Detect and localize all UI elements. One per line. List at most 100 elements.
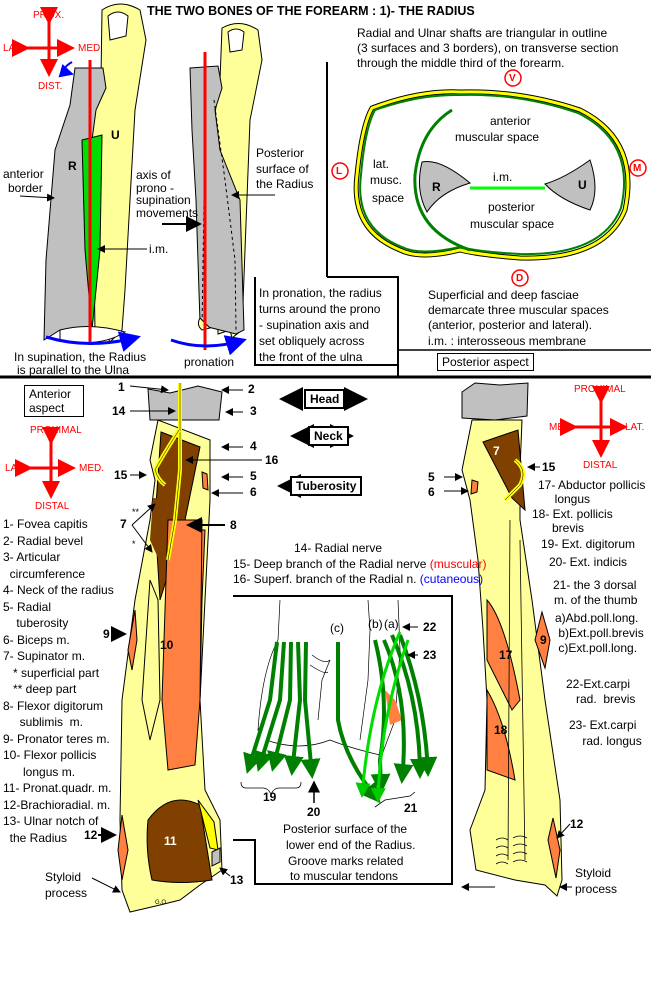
callout-6: 6 bbox=[250, 485, 257, 499]
posterior-legend-21b: m. of the thumb bbox=[554, 593, 638, 607]
compass-posterior bbox=[560, 386, 628, 458]
inset-box bbox=[233, 595, 453, 885]
posterior-callout-15: 15 bbox=[542, 460, 556, 474]
inset-letter-b: (b) bbox=[368, 617, 383, 631]
callout-16: 16 bbox=[265, 453, 279, 467]
callout-11: 11 bbox=[164, 834, 177, 848]
posterior-callout-6: 6 bbox=[428, 485, 435, 499]
marker-lateral: L bbox=[336, 166, 343, 177]
legend-item: circumference bbox=[3, 566, 86, 581]
anterior-styloid-line1: Styloid bbox=[45, 870, 82, 884]
callout-4: 4 bbox=[250, 439, 257, 453]
page-title: THE TWO BONES OF THE FOREARM : 1)- THE R… bbox=[147, 4, 475, 18]
posterior-legend-19: 19- Ext. digitorum bbox=[541, 537, 636, 551]
cross-radius-label: R bbox=[432, 180, 441, 194]
inset-callout-23: 23 bbox=[423, 648, 437, 662]
callout-5: 5 bbox=[250, 469, 257, 483]
supination-caption-line1: In supination, the Radius bbox=[14, 350, 147, 364]
inset-callout-20: 20 bbox=[307, 805, 321, 819]
legend-item: tuberosity bbox=[3, 616, 69, 630]
legend-item: 5- Radial bbox=[3, 599, 52, 614]
legend-item: 1- Fovea capitis bbox=[3, 517, 88, 531]
callout-3: 3 bbox=[250, 404, 257, 418]
callout-2: 2 bbox=[248, 382, 255, 396]
posterior-legend-c: c)Ext.poll.long. bbox=[555, 641, 638, 655]
posterior-legend-21a: 21- the 3 dorsal bbox=[553, 578, 637, 592]
compass-prox-label: PROX. bbox=[33, 10, 65, 21]
cross-section-intro-line2: (3 surfaces and 3 borders), on transvers… bbox=[357, 41, 619, 55]
nerve-16-text: 16- Superf. branch of the Radial n. bbox=[233, 572, 420, 586]
inset-tendons-19 bbox=[243, 641, 304, 776]
posterior-legend-18a: 18- Ext. pollicis bbox=[532, 507, 613, 521]
pronation-note-line1: In pronation, the radius bbox=[259, 286, 382, 300]
legend-item: 13- Ulnar notch of bbox=[3, 814, 99, 828]
legend-item: 6- Biceps m. bbox=[3, 632, 70, 647]
compass-lat-label: LAT. bbox=[3, 43, 23, 54]
posterior-callout-12: 12 bbox=[570, 817, 584, 831]
legend-item: 4- Neck of the radius bbox=[3, 583, 114, 597]
legend-item: 3- Articular bbox=[3, 550, 61, 564]
legend-item: 12-Brachioradial. m. bbox=[3, 797, 111, 812]
posterior-legend-a: a)Abd.poll.long. bbox=[555, 611, 639, 625]
nerve-16-type: (cutaneous) bbox=[419, 572, 484, 586]
posterior-styloid-line1: Styloid bbox=[575, 866, 612, 880]
cross-section-intro-line3: through the middle third of the forearm. bbox=[357, 56, 565, 70]
pronation-caption: pronation bbox=[184, 355, 235, 369]
cross-section-intro-line1: Radial and Ulnar shafts are triangular i… bbox=[357, 26, 608, 40]
marker-medial: M bbox=[633, 163, 642, 174]
axis-label-line4: movements bbox=[136, 206, 199, 220]
callout-12: 12 bbox=[84, 828, 98, 842]
posterior-legend-17b: longus bbox=[538, 492, 591, 506]
callout-10: 10 bbox=[160, 638, 174, 652]
posterior-legend-22a: 22-Ext.carpi bbox=[566, 677, 631, 691]
posterior-radius bbox=[461, 382, 563, 897]
lateral-space-line2: musc. bbox=[370, 173, 403, 187]
posterior-callout-arrows bbox=[444, 463, 572, 891]
pronation-note-line3: - supination axis and bbox=[259, 318, 370, 332]
nerve-15-label: 15- Deep branch of the Radial nerve (mus… bbox=[233, 557, 486, 571]
inset-callout-22: 22 bbox=[423, 620, 437, 634]
legend-item: 10- Flexor pollicis bbox=[3, 748, 97, 762]
fascia-note-line1: Superficial and deep fasciae bbox=[428, 288, 579, 302]
legend-item: sublimis m. bbox=[3, 715, 84, 729]
pronation-note-line4: set obliquely across bbox=[259, 334, 365, 348]
anterior-compass-lat: LAT. bbox=[5, 463, 25, 474]
marker-ventral: V bbox=[509, 73, 516, 84]
region-head-label: Head bbox=[304, 389, 346, 409]
anterior-compass-prox: PROXIMAL bbox=[30, 425, 82, 436]
callout-13: 13 bbox=[230, 873, 244, 887]
fascia-note-line2: demarcate three muscular spaces bbox=[428, 303, 609, 317]
legend-item: 9- Pronator teres m. bbox=[3, 731, 110, 746]
posterior-legend-18b: brevis bbox=[532, 521, 585, 535]
posterior-callout-9: 9 bbox=[540, 633, 547, 647]
nerve-16-label: 16- Superf. branch of the Radial n. (cut… bbox=[233, 572, 483, 586]
compass-med-label: MED bbox=[78, 43, 101, 54]
fascia-note-line4: i.m. : interosseous membrane bbox=[428, 334, 587, 348]
cross-im-label: i.m. bbox=[493, 170, 513, 184]
anterior-compass-med: MED. bbox=[79, 463, 104, 474]
author-signature: G.O bbox=[155, 900, 167, 906]
legend-item: 7- Supinator m. bbox=[3, 649, 86, 663]
legend-item: 8- Flexor digitorum bbox=[3, 698, 104, 713]
posterior-legend-23b: rad. longus bbox=[569, 734, 642, 748]
anterior-aspect-label: Anterior aspect bbox=[24, 385, 84, 417]
posterior-legend-b: b)Ext.poll.brevis bbox=[555, 626, 644, 640]
posterior-compass-lat: LAT. bbox=[625, 422, 645, 433]
fascia-note-line3: (anterior, posterior and lateral). bbox=[428, 318, 593, 332]
inset-caption-line3: Groove marks related bbox=[288, 854, 404, 868]
legend-item: * superficial part bbox=[3, 665, 100, 680]
legend-item: longus m. bbox=[3, 764, 76, 779]
inset-callout-19: 19 bbox=[263, 790, 277, 804]
posterior-compass-dist: DISTAL bbox=[583, 460, 618, 471]
posterior-styloid-line2: process bbox=[575, 882, 618, 896]
posterior-aspect-label: Posterior aspect bbox=[437, 353, 534, 371]
lateral-space-line3: space bbox=[372, 191, 405, 205]
inset-letter-c: (c) bbox=[330, 621, 344, 635]
pronation-note-line5: the front of the ulna bbox=[259, 350, 363, 364]
im-label: i.m. bbox=[149, 242, 169, 256]
posterior-legend-22b: rad. brevis bbox=[566, 692, 636, 706]
axis-label-line2: prono - bbox=[136, 181, 175, 195]
anterior-radius bbox=[117, 383, 223, 913]
region-tuberosity-label: Tuberosity bbox=[290, 476, 363, 496]
pronation-note-line2: turns around the prono bbox=[259, 302, 381, 316]
